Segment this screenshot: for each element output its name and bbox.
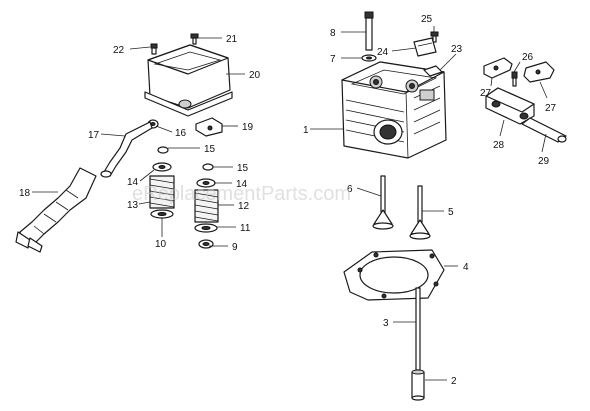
- rocker-pivot-26: [511, 71, 518, 87]
- bracket-hole: [207, 125, 213, 131]
- rocker-arm-27-right: [523, 61, 555, 83]
- callout-7: 7: [330, 54, 336, 65]
- callout-21: 21: [226, 34, 238, 45]
- rocker-arm-27-left: [483, 57, 513, 79]
- valve-spring-13-left: [149, 175, 175, 209]
- callout-11: 11: [240, 223, 251, 234]
- callout-15a: 15: [204, 144, 216, 155]
- valve-cover: [144, 44, 233, 117]
- valve-stem-seal-9: [198, 239, 214, 249]
- callout-2: 2: [451, 376, 457, 387]
- callout-13: 13: [127, 200, 139, 211]
- callout-12: 12: [238, 201, 250, 212]
- push-rod-3: [415, 287, 421, 371]
- callout-22: 22: [113, 45, 125, 56]
- valve-spring-12: [194, 189, 219, 223]
- callout-4: 4: [463, 262, 469, 273]
- callout-14a: 14: [127, 177, 139, 188]
- callout-1: 1: [303, 125, 309, 136]
- head-bolt-8: [364, 11, 374, 51]
- callout-20: 20: [249, 70, 261, 81]
- callout-17: 17: [88, 130, 100, 141]
- breather-tube-17: [103, 121, 153, 177]
- bolt-21: [190, 33, 199, 45]
- head-gasket-4: [343, 249, 445, 301]
- bolt-25: [430, 31, 439, 43]
- spring-retainer-14-left: [152, 162, 172, 172]
- callout-29: 29: [538, 156, 550, 167]
- tappet-2: [411, 369, 425, 401]
- callout-28: 28: [493, 140, 505, 151]
- rocker-bracket-28: [485, 87, 535, 125]
- callout-6: 6: [347, 184, 353, 195]
- leader-lines: [32, 26, 548, 381]
- washer-7: [361, 54, 377, 62]
- callout-5: 5: [448, 207, 454, 218]
- valve-keeper-15-right: [202, 163, 214, 171]
- callout-27a: 27: [480, 88, 492, 99]
- rocker-guide-24: [413, 37, 437, 57]
- valve-5: [409, 185, 431, 240]
- hose-clamp: [15, 231, 43, 253]
- breather-hose-18: [19, 167, 97, 245]
- tube-end: [100, 170, 112, 178]
- spring-seat-11: [194, 223, 218, 233]
- callout-8: 8: [330, 28, 336, 39]
- callout-27b: 27: [545, 103, 557, 114]
- callout-3: 3: [383, 318, 389, 329]
- callout-25: 25: [421, 14, 433, 25]
- watermark: eReplacementParts.com: [132, 183, 351, 205]
- rocker-shaft-29: [521, 117, 567, 143]
- callout-24: 24: [377, 47, 389, 58]
- bolt-22: [150, 43, 158, 55]
- spring-seat-10: [150, 209, 174, 219]
- clip-23: [423, 65, 443, 77]
- valve-keeper-15-left: [157, 146, 169, 154]
- callout-26: 26: [522, 52, 534, 63]
- callout-23: 23: [451, 44, 463, 55]
- callout-labels: 1 2 3 4 5 6 7 8 9 10 11 12 13 14 14 15 1…: [19, 14, 557, 387]
- callout-16: 16: [175, 128, 187, 139]
- callout-15b: 15: [237, 163, 249, 174]
- callout-10: 10: [155, 239, 167, 250]
- callout-18: 18: [19, 188, 31, 199]
- callout-19: 19: [242, 122, 254, 133]
- callout-14b: 14: [236, 179, 248, 190]
- callout-9: 9: [232, 242, 238, 253]
- valve-6: [372, 175, 394, 230]
- cylinder-head-1: [341, 61, 447, 159]
